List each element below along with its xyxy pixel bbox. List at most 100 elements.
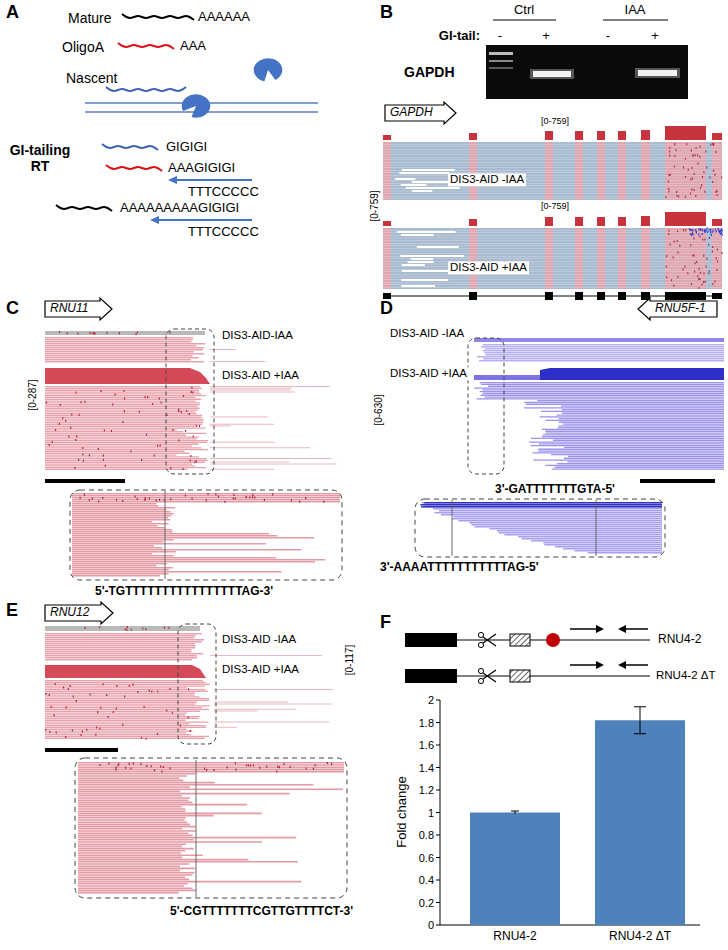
ladder-band: [489, 67, 513, 69]
axis-tick-label: 1.4: [419, 761, 434, 774]
scissors-symbol: [478, 632, 483, 637]
track-label: DIS3-AID -IAA: [448, 173, 526, 186]
scissors-symbol: [478, 642, 483, 647]
scale-bar: [640, 479, 715, 483]
axis-tick-label: 0: [428, 919, 434, 932]
sequence-label: AAAAAA: [198, 10, 250, 25]
track-label: DIS3-AID-IAA: [220, 329, 295, 342]
inset-outline: [68, 488, 344, 600]
coverage-bar: [597, 217, 605, 226]
gene-arrow-shape: [45, 602, 113, 624]
coverage-bar: [641, 130, 650, 140]
species-label: Mature: [68, 10, 112, 26]
axis-tick-label: 1.6: [419, 739, 434, 752]
primer-label: TTTCCCCC: [188, 225, 259, 240]
panel-letter: A: [6, 2, 19, 23]
arrow-head: [150, 216, 159, 224]
gene-block: [405, 633, 457, 647]
gene-model-exon: [545, 292, 553, 300]
extended-read: [210, 386, 336, 470]
coverage-bar: [597, 131, 605, 140]
gel-label: GAPDH: [404, 64, 455, 80]
coverage-bar: [474, 375, 540, 380]
coverage-bar: [575, 217, 583, 226]
gene-arrow: RNU11: [45, 298, 112, 320]
gene-name: RNU5F-1: [655, 302, 706, 316]
arrow-head: [596, 625, 604, 633]
position-marker: [596, 500, 597, 556]
coverage-bar: [665, 212, 706, 226]
ladder-band: [489, 52, 513, 55]
ladder-band: [489, 60, 513, 62]
position-marker: [165, 491, 166, 579]
axis-title: Fold change: [395, 776, 410, 848]
axis-tick-label: 0.4: [419, 874, 434, 887]
axis-tick-label: 1.8: [419, 716, 434, 729]
scale-range: [0-287]: [27, 379, 39, 410]
gene-model-exon: [597, 292, 605, 300]
axis-tick-label: 2: [428, 694, 434, 707]
primer-arrow: [626, 664, 648, 666]
coverage-bar: [712, 133, 722, 140]
sequence-text: 3'-GATTTTTTTGTA-5': [495, 483, 615, 497]
arrow-head: [618, 661, 626, 669]
inset-reads: [78, 762, 344, 893]
axis-tick-label: 1: [428, 806, 434, 819]
gene-arrow: RNU5F-1: [638, 298, 717, 320]
coverage-bar: [469, 133, 477, 140]
scale-range: [0-630]: [373, 394, 385, 425]
coverage-bar: [618, 217, 626, 226]
scale-range: [0-759]: [369, 190, 381, 221]
panel-letter: C: [6, 298, 19, 319]
read-pileup: [45, 386, 208, 470]
scissors-symbol: [483, 634, 496, 643]
axis-tick: [436, 767, 440, 768]
mismatch-mark: [689, 228, 723, 236]
read-pileup: [45, 337, 205, 363]
nascent-rna: [106, 87, 186, 91]
species-label: OligoA: [62, 39, 104, 55]
inset-outline: [73, 756, 349, 928]
scale-bar: [45, 748, 118, 752]
mismatch-mark: [100, 762, 333, 773]
gel-band: [638, 70, 677, 76]
polymerase-symbol: [177, 90, 216, 122]
sequence-text: 3'-AAAATTTTTTTTTTTAG-5': [380, 561, 539, 575]
read-separator: [383, 144, 722, 199]
species-label: Nascent: [66, 70, 117, 86]
read-pileup: [474, 382, 724, 470]
inset-box: [415, 499, 665, 557]
group-underline: [603, 20, 668, 21]
gel-band-glow: [635, 68, 680, 78]
gene-arrow-shape: [638, 298, 717, 320]
zoom-inset: 3'-GATTTTTTTGTA-5' 3'-AAAATTTTTTTTTTTAG-5…: [378, 482, 670, 578]
scale-range: [0-759]: [539, 116, 571, 126]
extended-read: [214, 689, 333, 728]
axis-tick: [436, 745, 440, 746]
coverage-area: [540, 368, 724, 380]
inset-box: [70, 490, 342, 580]
arrow-head: [596, 661, 604, 669]
selection-box: [178, 624, 216, 744]
coverage-bar: [383, 221, 391, 226]
primer-arrow: [570, 628, 597, 630]
group-label: IAA: [625, 3, 646, 18]
tailed-oligoa-rna: [106, 165, 162, 171]
track-label: DIS3-AID -IAA: [220, 633, 298, 646]
gene-model-exon: [469, 292, 477, 300]
mismatch-mark: [45, 683, 191, 740]
mismatch-mark: [666, 229, 723, 289]
read-separator: [383, 230, 722, 288]
coverage-bar: [469, 219, 477, 226]
sequence-label: AAAAAAAAAGIGIGI: [120, 201, 239, 216]
gene-model-exon: [712, 293, 722, 299]
primer-arrow: [570, 664, 597, 666]
terminator-dot: [546, 633, 560, 647]
row-label: GI-tail:: [439, 29, 480, 44]
gel-band: [533, 71, 571, 77]
construct-label: RNU4-2: [658, 633, 701, 647]
sequence-text: 5'-CGTTTTTTTCGTTGTTTTCT-3': [170, 905, 353, 919]
scissors-symbol: [478, 678, 483, 683]
